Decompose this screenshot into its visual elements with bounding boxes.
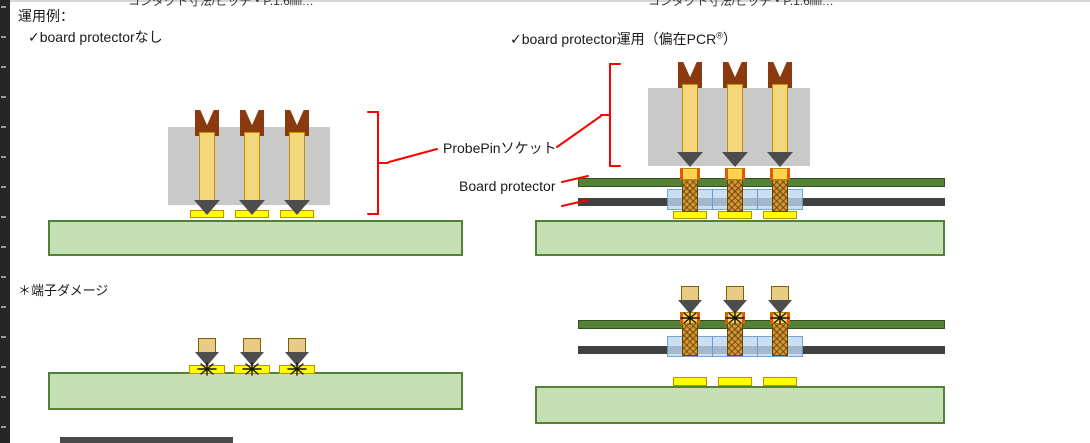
left-panel-edge <box>0 0 10 443</box>
probe-pin <box>760 62 800 167</box>
pin-tip <box>768 286 792 314</box>
plunger-cap <box>725 168 745 180</box>
damaged-pad <box>279 365 315 374</box>
slide-top-edge <box>10 0 1090 2</box>
pin-arrow-icon <box>767 152 793 167</box>
solder-pad <box>763 211 797 219</box>
left-panel-tick-marks <box>1 6 6 443</box>
pin-tip <box>678 286 702 314</box>
plunger-cap <box>680 312 700 324</box>
pin-arrow-icon <box>722 152 748 167</box>
pin-tip-arrow-icon <box>285 352 309 366</box>
pin-body <box>727 84 743 154</box>
board-protector-top-layer <box>578 178 945 187</box>
pin-body <box>244 132 260 202</box>
contact-plunger <box>772 174 788 212</box>
pin-body <box>199 132 215 202</box>
clipped-header-text-left: コンタクト寸法/ピッチ・P.1.6㎜… <box>128 0 314 8</box>
probe-pin <box>232 110 272 215</box>
right-caption-text: ✓board protector運用（偏在PCR <box>510 31 717 47</box>
solder-pad <box>718 211 752 219</box>
pcb-board <box>48 372 463 410</box>
pin-tip-arrow-icon <box>240 352 264 366</box>
page-title: 運用例： <box>18 8 74 24</box>
right-bracket <box>556 63 621 167</box>
pin-tip <box>195 338 219 366</box>
contact-plunger <box>682 174 698 212</box>
probe-pin <box>187 110 227 215</box>
contact-plunger <box>727 316 743 356</box>
probe-pin <box>670 62 710 167</box>
damaged-pad <box>189 365 225 374</box>
pin-arrow-icon <box>194 200 220 215</box>
pin-tip-body <box>681 286 699 301</box>
plunger-cap <box>770 168 790 180</box>
right-diagram-caption: ✓board protector運用（偏在PCR®） <box>510 29 737 49</box>
pin-tip-arrow-icon <box>195 352 219 366</box>
plunger-cap <box>680 168 700 180</box>
pin-tip-body <box>198 338 216 353</box>
left-diagram-caption: ✓board protectorなし <box>28 29 163 45</box>
contact-plunger <box>772 316 788 356</box>
clipped-header-text-right: コンタクト寸法/ピッチ・P.1.6㎜… <box>648 0 834 8</box>
pin-body <box>772 84 788 154</box>
damaged-pad <box>234 365 270 374</box>
probe-socket-label: ProbePinソケット <box>443 140 557 156</box>
pin-tip-body <box>243 338 261 353</box>
pin-arrow-icon <box>284 200 310 215</box>
board-protector-label: Board protector <box>459 178 556 194</box>
registered-mark: ® <box>716 30 723 41</box>
pin-body <box>289 132 305 202</box>
pin-tip-body <box>771 286 789 301</box>
solder-pad <box>763 377 797 386</box>
right-caption-close: ） <box>722 31 737 47</box>
probe-pin <box>715 62 755 167</box>
plunger-cap <box>725 312 745 324</box>
pin-body <box>682 84 698 154</box>
pin-tip-body <box>726 286 744 301</box>
probe-pin <box>277 110 317 215</box>
solder-pad <box>673 211 707 219</box>
solder-pad <box>673 377 707 386</box>
pin-tip <box>285 338 309 366</box>
pin-arrow-icon <box>677 152 703 167</box>
pcb-board <box>48 220 463 256</box>
solder-pad <box>718 377 752 386</box>
board-protector-top-layer <box>578 320 945 329</box>
pin-tip <box>723 286 747 314</box>
pin-arrow-icon <box>239 200 265 215</box>
pcb-board <box>535 386 945 424</box>
clipped-bottom-element <box>60 437 233 443</box>
plunger-cap <box>770 312 790 324</box>
pcb-board <box>535 220 945 256</box>
left-bracket <box>367 111 438 215</box>
pin-tip <box>240 338 264 366</box>
damage-note: ＊端子ダメージ <box>18 283 109 298</box>
pin-tip-body <box>288 338 306 353</box>
